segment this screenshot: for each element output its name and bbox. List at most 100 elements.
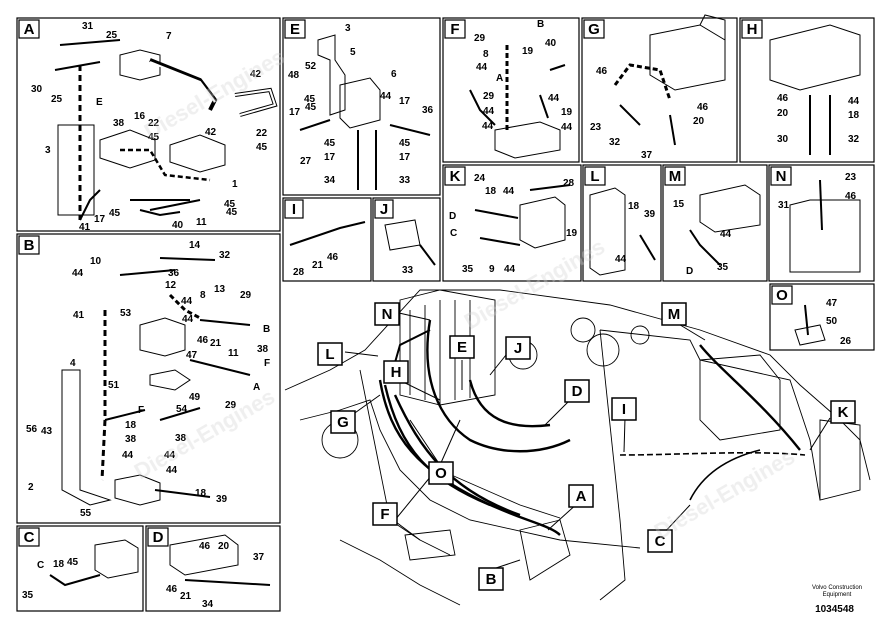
callout-f-44d: 44 [548, 93, 560, 104]
callout-m-d: D [686, 266, 693, 277]
callout-box-f-letter: F [380, 506, 389, 523]
callout-e-17d: 17 [399, 152, 411, 163]
tab-o: O [771, 285, 793, 305]
callout-f-a: A [496, 73, 503, 84]
callout-b-41: 41 [73, 310, 85, 321]
callout-b-14: 14 [189, 240, 201, 251]
panel-ij-art [289, 219, 436, 266]
callout-a-7: 7 [166, 31, 172, 42]
callout-box-l-letter: L [325, 346, 334, 363]
callout-k-c: C [450, 228, 457, 239]
panel-a-frame [16, 17, 281, 232]
callout-b-12: 12 [165, 280, 177, 291]
callout-box-j-letter: J [514, 340, 522, 357]
callout-b-f: F [264, 358, 270, 369]
callout-k-19: 19 [566, 228, 578, 239]
callout-h-32: 32 [848, 134, 860, 145]
callout-c-35: 35 [22, 590, 34, 601]
callout-e-17c: 17 [324, 152, 336, 163]
tab-h: H [741, 19, 763, 39]
callout-o-50: 50 [826, 316, 838, 327]
panel-f-art [469, 45, 566, 159]
callout-i-46: 46 [327, 252, 339, 263]
callout-k-44b: 44 [504, 264, 516, 275]
watermark-text-2: Diesel-Engines [460, 234, 609, 335]
callout-b-46: 46 [197, 335, 209, 346]
callout-a-16: 16 [134, 111, 146, 122]
callout-e-5: 5 [350, 47, 356, 58]
panel-n-frame [768, 164, 875, 282]
panel-d-frame [145, 525, 281, 612]
callout-box-m-letter: M [668, 306, 681, 323]
callout-d-34: 34 [202, 599, 214, 610]
callout-box-b-letter: B [486, 571, 497, 588]
panel-a-callouts: 31 25 7 30 25 42 E 16 38 22 45 42 22 45 … [31, 21, 268, 233]
callout-f-29: 29 [474, 33, 486, 44]
panel-b-frame [16, 233, 281, 524]
callout-box-o-letter: O [435, 465, 447, 482]
callout-a-45d: 45 [224, 199, 236, 210]
callout-n-46: 46 [845, 191, 857, 202]
callout-box-i-letter: I [622, 401, 626, 418]
callout-b-44: 44 [72, 268, 84, 279]
callout-k-24: 24 [474, 173, 486, 184]
callout-a-45e: 45 [226, 207, 238, 218]
callout-b-8: 8 [200, 290, 206, 301]
panel-f-callouts: 29 B 8 40 44 19 A 29 44 44 44 19 44 [474, 19, 573, 133]
callout-c-45: 45 [67, 557, 79, 568]
callout-m-15: 15 [673, 199, 685, 210]
callout-a-42: 42 [250, 69, 262, 80]
callout-b-32: 32 [219, 250, 231, 261]
callout-a-17: 17 [94, 214, 106, 225]
callout-b-38c: 38 [125, 434, 137, 445]
callout-b-39: 39 [216, 494, 228, 505]
callout-e-27: 27 [300, 156, 312, 167]
callout-box-k: K [830, 400, 856, 424]
callout-e-36: 36 [422, 105, 434, 116]
callout-g-46b: 46 [697, 102, 709, 113]
callout-e-34: 34 [324, 175, 336, 186]
callout-a-11: 11 [196, 217, 207, 228]
panel-b-callouts: 14 10 32 44 36 12 44 8 13 29 41 53 44 B … [26, 240, 270, 519]
callout-d-21: 21 [180, 591, 192, 602]
callout-e-44: 44 [380, 91, 392, 102]
callout-b-2: 2 [28, 482, 34, 493]
panel-f-frame [442, 17, 580, 163]
panel-frames [16, 17, 875, 612]
callout-h-18: 18 [848, 110, 860, 121]
callout-b-55: 55 [80, 508, 92, 519]
tab-b-letter: B [24, 237, 35, 254]
tab-n-letter: N [776, 168, 787, 185]
callout-a-30: 30 [31, 84, 43, 95]
callout-c-18: 18 [53, 559, 65, 570]
callout-box-n: N [374, 302, 400, 326]
callout-k-35: 35 [462, 264, 474, 275]
callout-box-k-letter: K [838, 404, 849, 421]
callout-b-44c: 44 [182, 314, 194, 325]
watermark-text-4: Diesel-Engines [650, 444, 799, 545]
callout-a-41: 41 [79, 222, 91, 233]
tab-o-letter: O [776, 287, 788, 304]
callout-a-42b: 42 [205, 127, 217, 138]
machine-hoses [378, 319, 806, 536]
callout-i-21: 21 [312, 260, 324, 271]
panel-m-frame [662, 164, 768, 282]
panel-g-callouts: 46 23 46 20 32 37 [590, 66, 709, 161]
callout-h-44: 44 [848, 96, 860, 107]
callout-box-i: I [611, 397, 637, 421]
callout-a-40: 40 [172, 220, 184, 231]
callout-l-39: 39 [644, 209, 656, 220]
panel-h-art [769, 24, 861, 155]
panel-e-art [299, 34, 431, 190]
callout-b-43: 43 [41, 426, 53, 437]
tab-j: J [374, 199, 394, 219]
tab-c: C [18, 527, 40, 547]
callout-m-44: 44 [720, 229, 732, 240]
tab-e-letter: E [290, 21, 300, 38]
panel-h-callouts: 46 44 20 18 30 32 [777, 93, 860, 145]
callout-f-19: 19 [522, 46, 534, 57]
callout-d-37: 37 [253, 552, 265, 563]
tab-i: I [284, 199, 304, 219]
callout-h-46: 46 [777, 93, 789, 104]
